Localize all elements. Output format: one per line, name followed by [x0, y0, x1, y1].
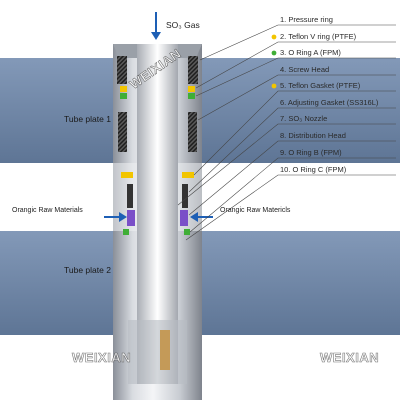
tube-plate-1-label: Tube plate 1 — [64, 114, 111, 124]
part-label-6: 6. Adjusting Gasket (SS316L) — [280, 98, 379, 107]
o-ring-a-left — [120, 93, 127, 99]
leader-1 — [199, 24, 396, 61]
watermark-3: WEIXIAN — [320, 350, 379, 365]
teflon-gasket-left — [121, 172, 133, 178]
leader-7 — [177, 123, 396, 206]
thread-left-lower — [118, 112, 127, 152]
so3-gas-arrow — [151, 12, 161, 40]
thread-right-upper — [188, 56, 198, 84]
thread-right-lower — [188, 112, 197, 152]
leader-2 — [195, 41, 396, 89]
left-feed-arrow — [104, 212, 127, 222]
leader-6 — [188, 107, 396, 193]
adjusting-gasket-left — [127, 184, 133, 208]
o-ring-c-right — [184, 229, 190, 235]
part-label-3: 3. O Ring A (FPM) — [280, 48, 341, 57]
part-label-9: 9. O Ring B (FPM) — [280, 148, 342, 157]
part-label-2: 2. Teflon V ring (PTFE) — [280, 32, 357, 41]
ptfe-v-ring — [120, 86, 127, 92]
leader-10 — [185, 174, 396, 241]
so3-gas-label: SO₃ Gas — [166, 20, 200, 30]
distribution-head-left — [127, 210, 135, 226]
nozzle-lower-body — [128, 320, 187, 384]
tube-plate-2-label: Tube plate 2 — [64, 265, 111, 275]
o-ring-b-left — [123, 229, 129, 235]
o-ring-a-right — [188, 93, 195, 99]
marker-ptfe-5 — [271, 83, 277, 89]
teflon-gasket-right — [182, 172, 194, 178]
leader-9 — [189, 157, 396, 233]
part-label-7: 7. SO₃ Nozzle — [280, 114, 327, 123]
marker-fpm-3 — [271, 50, 277, 56]
right-feed-label: Orangic Raw Matericls — [220, 207, 291, 214]
part-callouts: 1. Pressure ring 2. Teflon V ring (PTFE)… — [177, 15, 396, 241]
thread-left-upper — [117, 56, 127, 84]
leader-8 — [188, 140, 396, 216]
leader-5 — [193, 90, 396, 176]
marker-ptfe-2 — [271, 34, 277, 40]
ptfe-v-ring-right — [188, 86, 195, 92]
part-label-1: 1. Pressure ring — [280, 15, 333, 24]
watermark-2: WEIXIAN — [72, 350, 131, 365]
leader-3 — [195, 57, 396, 97]
adjusting-gasket-right — [182, 184, 188, 208]
right-feed-arrow — [190, 212, 213, 222]
leader-4 — [197, 74, 396, 121]
nozzle-lower-thread — [160, 330, 170, 370]
left-feed-label: Orangic Raw Materials — [12, 207, 83, 214]
part-label-10: 10. O Ring C (FPM) — [280, 165, 347, 174]
part-label-4: 4. Screw Head — [280, 65, 329, 74]
distribution-head-right — [180, 210, 188, 226]
part-label-8: 8. Distribution Head — [280, 131, 346, 140]
part-label-5: 5. Teflon Gasket (PTFE) — [280, 81, 361, 90]
